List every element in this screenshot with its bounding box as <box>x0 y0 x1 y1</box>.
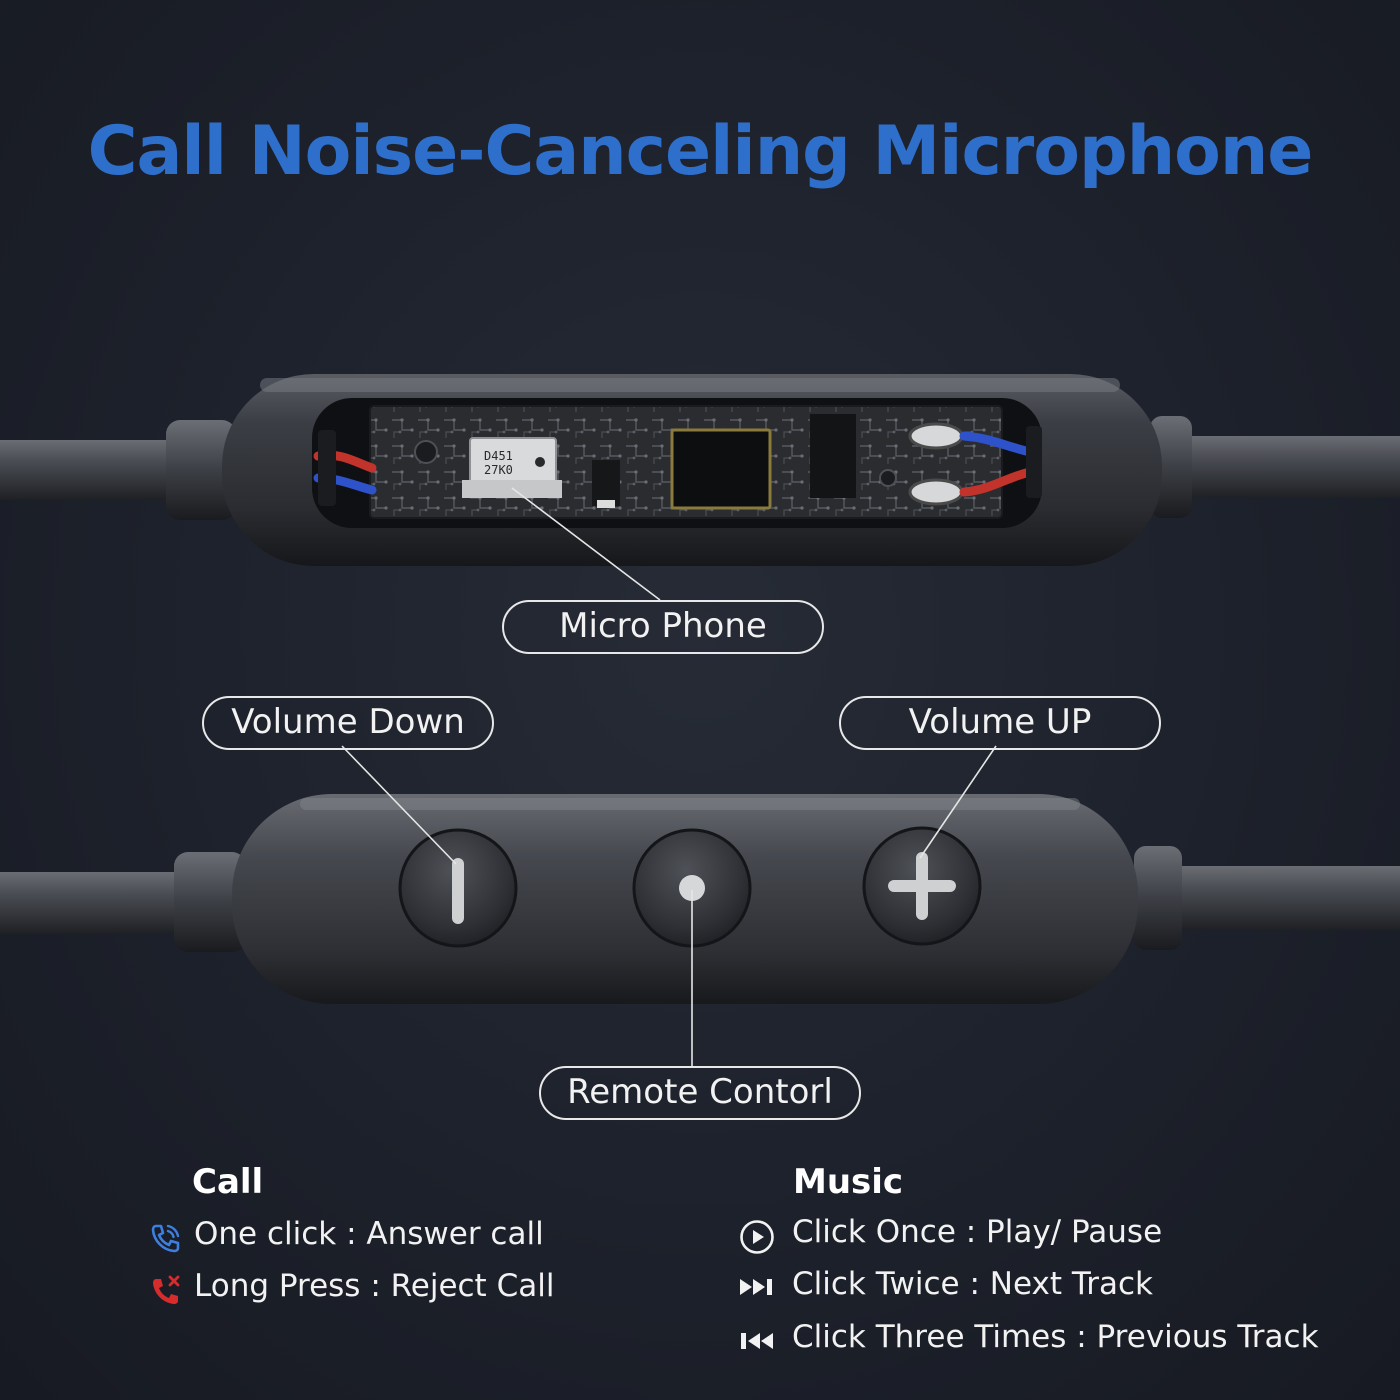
phone-answer-icon <box>151 1224 180 1253</box>
volume-down-label: Volume Down <box>202 696 494 750</box>
volume-down-leader-line <box>341 745 457 865</box>
main-ic-chip <box>670 428 772 510</box>
bottom-collar-left <box>174 852 246 952</box>
chip-marking-line-2: 27K0 <box>484 463 513 477</box>
volume-up-label: Volume UP <box>839 696 1161 750</box>
top-collar-left <box>166 420 236 520</box>
music-item-play-pause: Click Once : Play/ Pause <box>792 1214 1163 1250</box>
top-cable-right <box>1180 436 1400 498</box>
page-title: Call Noise-Canceling Microphone <box>87 112 1314 191</box>
microphone-leader-line <box>511 487 661 601</box>
call-item-reject: Long Press : Reject Call <box>194 1268 555 1304</box>
previous-track-icon <box>741 1333 773 1349</box>
bottom-cable-right <box>1176 866 1400 930</box>
phone-reject-icon <box>153 1275 180 1304</box>
play-circle-icon <box>740 1220 774 1254</box>
volume-up-button <box>862 826 982 946</box>
chip-marking-line-1: D451 <box>484 449 513 463</box>
music-heading: Music <box>793 1162 904 1202</box>
call-item-answer: One click : Answer call <box>194 1216 544 1252</box>
volume-up-leader-line <box>919 745 997 859</box>
next-track-icon <box>740 1279 772 1295</box>
microphone-label: Micro Phone <box>502 600 824 654</box>
music-item-previous-track: Click Three Times : Previous Track <box>792 1319 1319 1355</box>
top-collar-right <box>1150 416 1192 518</box>
music-item-next-track: Click Twice : Next Track <box>792 1266 1153 1302</box>
bottom-cable-left <box>0 872 200 934</box>
volume-down-button <box>398 828 518 948</box>
remote-control-label: Remote Contorl <box>539 1066 861 1120</box>
bottom-collar-right <box>1134 846 1182 950</box>
call-heading: Call <box>192 1162 264 1202</box>
